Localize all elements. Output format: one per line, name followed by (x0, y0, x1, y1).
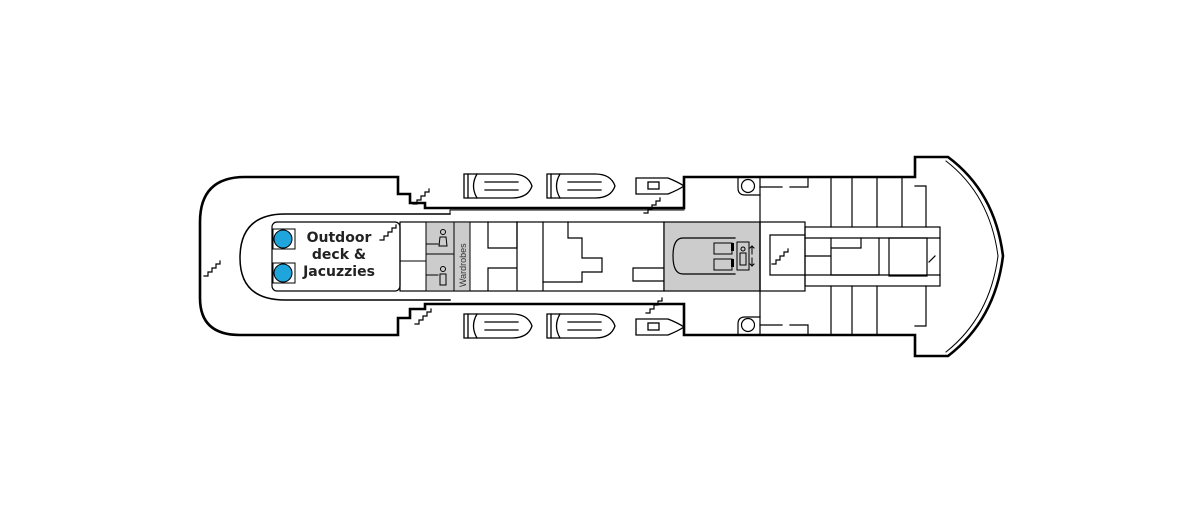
stairs-icon (412, 188, 430, 205)
stairs-icon (643, 197, 661, 214)
aft-deck-rail (239, 213, 451, 301)
toilets-area (425, 221, 471, 292)
stairs-icon (379, 224, 397, 241)
outdoor-deck-label: Outdoor deck & Jacuzzies (300, 230, 378, 281)
elevator-icon (736, 241, 750, 271)
stairs-icon (203, 260, 221, 277)
toilet-icon (439, 266, 447, 286)
stairs-icon (771, 248, 789, 265)
lifeboat-icon (463, 313, 533, 339)
lifeboat-icon (463, 173, 533, 199)
tender-boat-icon (635, 177, 686, 195)
wardrobes-label: Wardrobes (458, 243, 468, 287)
jacuzzi-icon (272, 262, 296, 284)
jacuzzi-icon (272, 228, 296, 250)
lifeboat-icon (546, 173, 616, 199)
label-line: deck & (311, 247, 367, 263)
label-line: Outdoor (306, 230, 372, 246)
label-line: Jacuzzies (303, 264, 375, 280)
lifeboat-icon (546, 313, 616, 339)
toilet-icon (438, 229, 448, 247)
stairs-icon (414, 308, 432, 325)
tender-boat-icon (635, 318, 686, 336)
stairs-icon (645, 297, 663, 314)
hull-outline (198, 155, 1005, 358)
elevator-lobby (663, 221, 761, 292)
